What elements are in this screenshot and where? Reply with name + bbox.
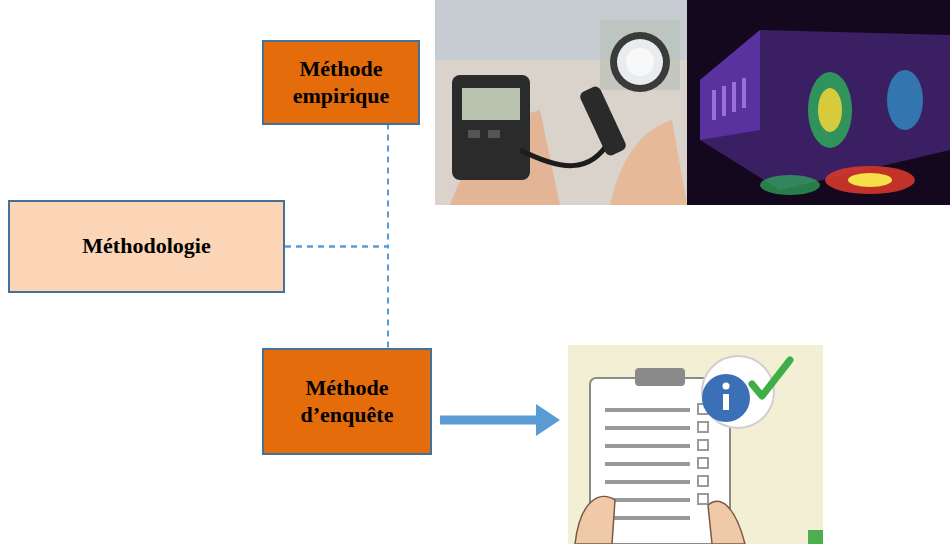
dashed-connector xyxy=(285,247,388,349)
questionnaire-illustration xyxy=(568,345,823,544)
light-meter-photo xyxy=(435,0,687,205)
root-box: Méthodologie xyxy=(8,200,285,293)
node-label: Méthode empirique xyxy=(272,56,410,109)
lighting-simulation xyxy=(687,0,950,205)
method-box: Méthode d’enquête xyxy=(262,348,432,455)
node-label: Méthodologie xyxy=(82,233,210,259)
dashed-connector xyxy=(285,125,388,247)
node-label: Méthode d’enquête xyxy=(272,375,422,428)
method-box: Méthode empirique xyxy=(262,40,420,125)
enquete-arrow xyxy=(440,404,560,436)
